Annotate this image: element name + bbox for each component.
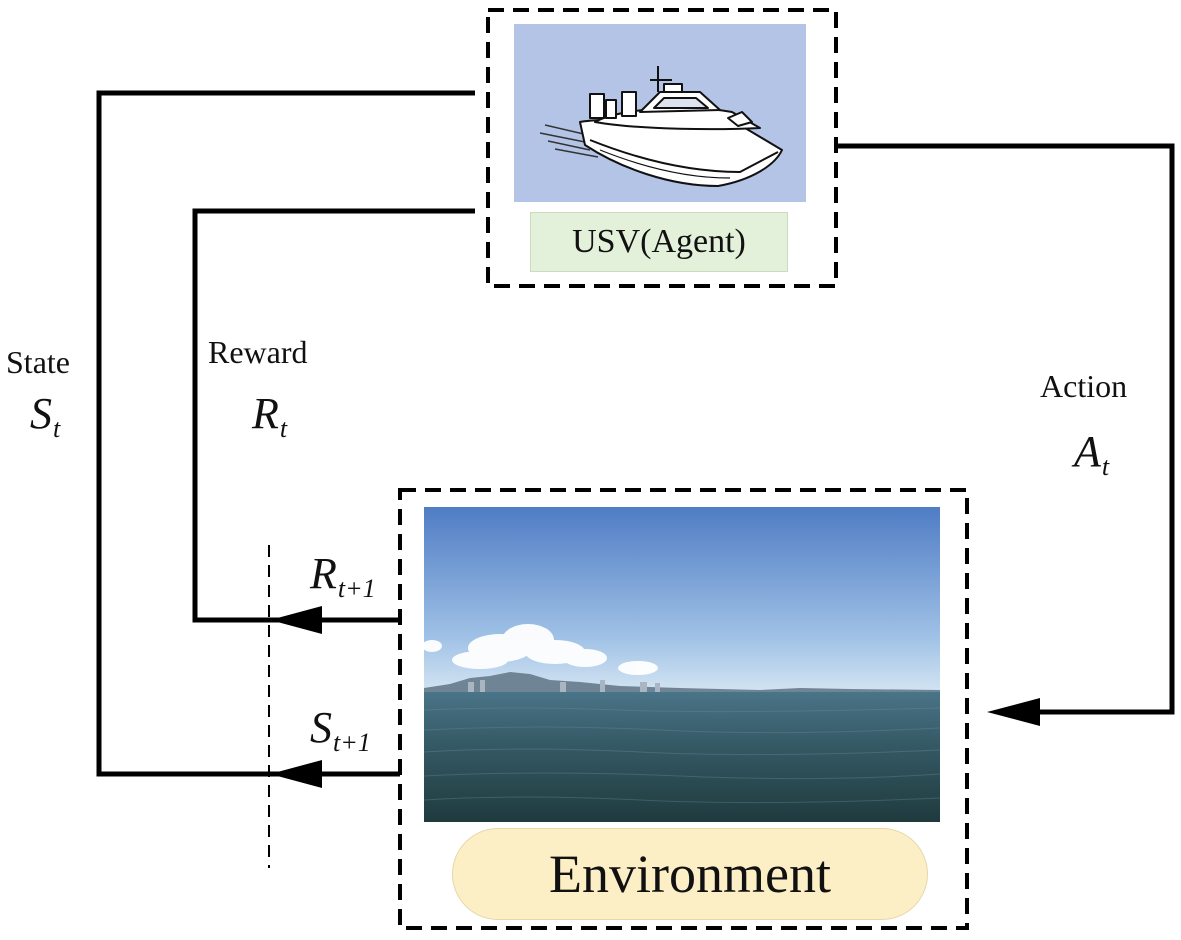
action-arrowhead bbox=[987, 698, 1040, 726]
reward-word: Reward bbox=[208, 334, 308, 370]
cloud-icon bbox=[422, 624, 658, 675]
action-word: Action bbox=[1040, 368, 1128, 404]
environment-label: Environment bbox=[452, 828, 928, 920]
sea-waves bbox=[423, 707, 941, 804]
environment-box bbox=[398, 488, 969, 930]
state-symbol-subscript: t bbox=[53, 414, 61, 444]
action-symbol-letter: A bbox=[1074, 427, 1101, 476]
next-reward-symbol-subscript: t+1 bbox=[337, 574, 376, 604]
next-reward-symbol: Rt+1 bbox=[310, 552, 376, 602]
boat-icon bbox=[539, 66, 783, 187]
state-feedback-line bbox=[96, 90, 475, 777]
city-skyline bbox=[468, 680, 660, 692]
state-symbol: St bbox=[30, 392, 60, 442]
next-state-symbol-letter: S bbox=[310, 703, 332, 752]
agent-label: USV(Agent) bbox=[530, 212, 788, 272]
next-state-symbol: St+1 bbox=[310, 706, 371, 756]
next-reward-symbol-letter: R bbox=[310, 549, 337, 598]
state-word: State bbox=[6, 344, 70, 380]
action-line bbox=[836, 143, 1175, 715]
reward-symbol-subscript: t bbox=[279, 414, 288, 444]
reward-symbol-letter: R bbox=[252, 389, 279, 438]
reward-arrowhead bbox=[270, 606, 322, 634]
coastline-hills bbox=[424, 672, 940, 694]
state-symbol-letter: S bbox=[30, 389, 52, 438]
action-symbol-subscript: t bbox=[1101, 452, 1110, 482]
action-symbol: At bbox=[1074, 430, 1109, 480]
environment-sea bbox=[424, 692, 940, 822]
reward-symbol: Rt bbox=[252, 392, 287, 442]
state-arrowhead bbox=[270, 760, 322, 788]
next-state-symbol-subscript: t+1 bbox=[333, 728, 371, 758]
